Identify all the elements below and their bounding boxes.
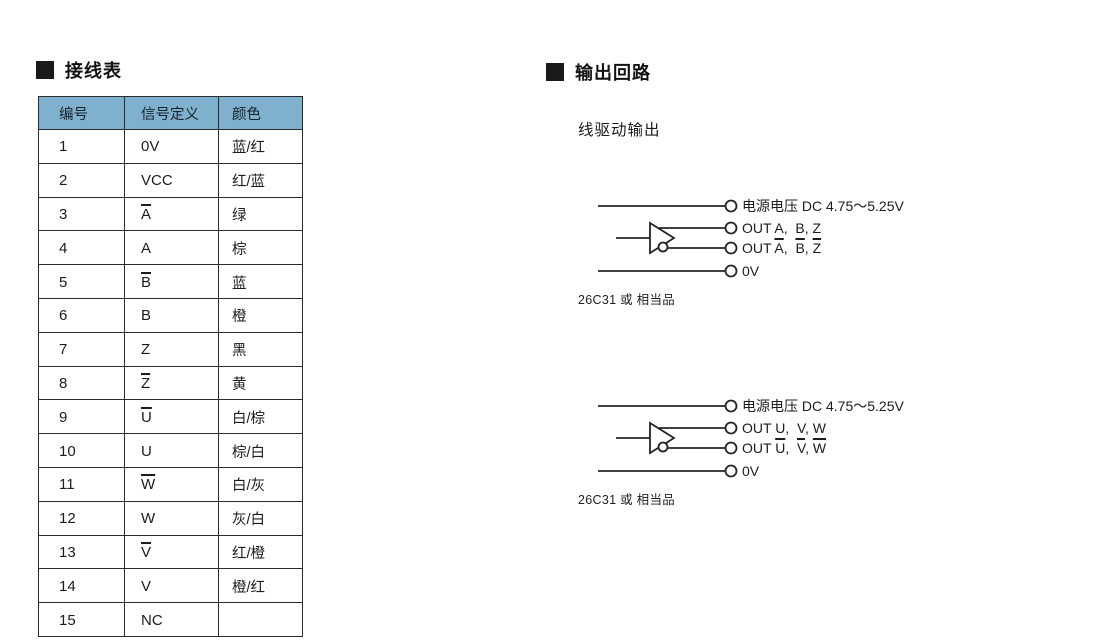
signal-cell: A (124, 230, 219, 266)
header-pin-number: 编号 (38, 96, 125, 130)
color-cell: 黑 (218, 331, 303, 367)
inversion-bubble-icon (657, 441, 669, 453)
circuit-labels: 电源电压 DC 4.75～5.25V OUT A, B, Z OUT A, B, Z… (578, 195, 1098, 320)
color-cell: 白/棕 (218, 399, 303, 435)
color-cell: 绿 (218, 196, 303, 232)
circuit-line-label: 电源电压 DC 4.75～5.25V (742, 398, 904, 414)
output-section-title: 输出回路 (546, 59, 651, 85)
line-driver-circuit-abz: 电源电压 DC 4.75～5.25V OUT A, B, Z OUT A, B, Z… (578, 195, 1098, 320)
pin-number-cell: 15 (38, 602, 125, 637)
terminal-circle (724, 441, 738, 455)
terminal-circle (724, 399, 738, 413)
signal-cell: W (124, 466, 219, 502)
pin-number-cell: 6 (38, 297, 125, 333)
signal-cell: U (124, 399, 219, 435)
circuit-line-label: 0V (742, 263, 760, 279)
circuit-diagram (598, 199, 738, 278)
pin-number-cell: 10 (38, 433, 125, 468)
color-cell: 红/橙 (218, 534, 303, 570)
circuit-line-label: OUT U, V, W (742, 420, 827, 436)
section-bullet-icon (546, 63, 564, 81)
line-driver-output-subtitle: 线驱动输出 (578, 122, 661, 139)
signal-cell: 0V (124, 129, 219, 164)
circuit-line-label: 电源电压 DC 4.75～5.25V (742, 198, 904, 214)
wiring-section-title: 接线表 (36, 57, 122, 83)
signal-cell: A (124, 196, 219, 232)
signal-cell: W (124, 500, 219, 536)
driver-ic-caption: 26C31 或 相当品 (578, 293, 676, 307)
driver-ic-caption: 26C31 或 相当品 (578, 493, 676, 507)
pin-number-cell: 8 (38, 365, 125, 401)
pin-number-cell: 3 (38, 196, 125, 232)
pin-number-cell: 2 (38, 162, 125, 198)
header-color: 颜色 (218, 96, 303, 130)
color-cell: 橙 (218, 297, 303, 333)
signal-cell: Z (124, 365, 219, 401)
circuit-line-label: OUT U, V, W (742, 440, 827, 456)
pin-number-cell: 7 (38, 331, 125, 367)
wiring-title-text: 接线表 (65, 61, 122, 81)
section-bullet-icon (36, 61, 54, 79)
color-cell: 棕/白 (218, 433, 303, 468)
table-header-row: 编号 信号定义 颜色 (38, 96, 303, 130)
signal-cell: U (124, 433, 219, 468)
circuit-labels: 电源电压 DC 4.75～5.25V OUT U, V, W OUT U, V, W… (578, 395, 1098, 520)
color-cell: 红/蓝 (218, 162, 303, 198)
terminal-circle (724, 199, 738, 213)
color-cell: 橙/红 (218, 568, 303, 604)
signal-cell: V (124, 534, 219, 570)
signal-cell: VCC (124, 162, 219, 198)
terminal-circle (724, 221, 738, 235)
signal-cell: B (124, 297, 219, 333)
terminal-circle (724, 464, 738, 478)
header-signal-definition: 信号定义 (124, 96, 219, 130)
signal-cell: B (124, 264, 219, 299)
pin-number-cell: 5 (38, 264, 125, 299)
signal-cell: NC (124, 602, 219, 637)
color-cell: 黄 (218, 365, 303, 401)
color-cell: 蓝 (218, 264, 303, 299)
pin-number-cell: 13 (38, 534, 125, 570)
color-cell: 棕 (218, 230, 303, 266)
pin-number-cell: 12 (38, 500, 125, 536)
circuit-line-label: OUT A, B, Z (742, 240, 822, 256)
color-cell: 白/灰 (218, 466, 303, 502)
circuit-diagram (598, 399, 738, 478)
terminal-circle (724, 241, 738, 255)
signal-cell: Z (124, 331, 219, 367)
pin-number-cell: 1 (38, 129, 125, 164)
signal-cell: V (124, 568, 219, 604)
inversion-bubble-icon (657, 241, 669, 253)
terminal-circle (724, 421, 738, 435)
circuit-line-label: 0V (742, 463, 760, 479)
pin-number-cell: 4 (38, 230, 125, 266)
circuit-line-label: OUT A, B, Z (742, 220, 822, 236)
terminal-circle (724, 264, 738, 278)
line-driver-circuit-uvw: 电源电压 DC 4.75～5.25V OUT U, V, W OUT U, V, W… (578, 395, 1098, 520)
output-title-text: 输出回路 (575, 63, 651, 83)
pin-number-cell: 11 (38, 466, 125, 502)
color-cell: 蓝/红 (218, 129, 303, 164)
pin-number-cell: 9 (38, 399, 125, 435)
color-cell (218, 602, 303, 637)
color-cell: 灰/白 (218, 500, 303, 536)
pin-number-cell: 14 (38, 568, 125, 604)
